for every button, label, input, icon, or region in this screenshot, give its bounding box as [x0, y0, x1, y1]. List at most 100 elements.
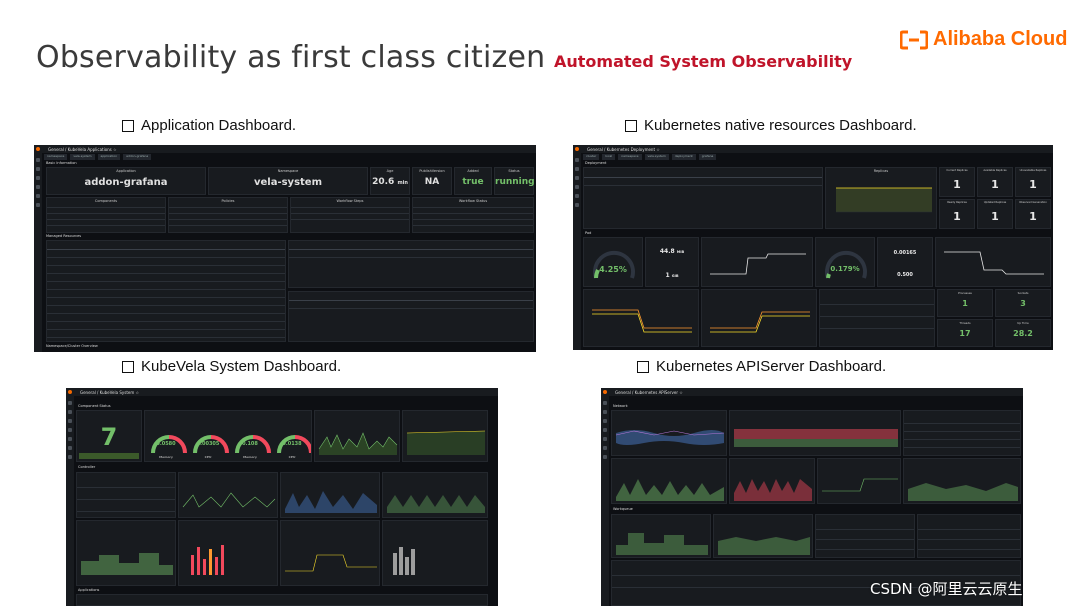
stat-age: Age 20.6 min	[370, 167, 410, 195]
dashboard-breadcrumb: General / Kubernetes Deployment ☆	[587, 146, 660, 152]
k8s-native-dashboard-screenshot: General / Kubernetes Deployment ☆ cluste…	[573, 145, 1053, 350]
replicas-line-chart	[836, 187, 932, 213]
table-traits	[288, 240, 534, 288]
chart-step-throughput	[382, 520, 488, 586]
row-deployment: Deployment	[585, 161, 607, 165]
controller-queue-chart	[182, 492, 276, 508]
alibaba-cloud-logo-icon	[900, 30, 928, 49]
chart-controller-1	[76, 472, 176, 518]
stat-sockets: Sockets 3	[995, 289, 1051, 317]
dashboard-breadcrumb: General / KubeVela Applications ☆	[48, 146, 117, 152]
caption-kubevela-text: KubeVela System Dashboard.	[141, 358, 342, 375]
stat-unavailable-replicas: Unavailable Replicas 1	[1015, 167, 1051, 197]
apiserver-dashboard-screenshot: General / Kubernetes APIServer ☆ Network	[601, 388, 1023, 606]
applications-panels	[76, 594, 488, 606]
dashboard-sidebar	[601, 396, 609, 606]
cpu-usage-line-chart	[318, 432, 398, 455]
chart-memory-usage	[402, 410, 488, 462]
application-dashboard-screenshot: General / KubeVela Applications ☆ namesp…	[34, 145, 536, 352]
table-managed-resources	[46, 240, 286, 342]
app-reconcile-bar-chart	[81, 553, 173, 575]
dashboard-topbar: General / KubeVela Applications ☆	[34, 145, 536, 153]
table-revisions	[288, 291, 534, 342]
caption-apiserver: Kubernetes APIServer Dashboard.	[637, 358, 886, 375]
memory-line-chart	[710, 253, 806, 275]
row-managed-resources: Managed Resources	[46, 234, 82, 238]
etcd-chart	[822, 478, 898, 492]
workqueue-adds-chart	[718, 537, 810, 555]
dashboard-sidebar	[34, 153, 42, 352]
chart-request-rate	[611, 410, 727, 456]
table-components: Components	[46, 197, 166, 233]
goroutines-chart	[908, 483, 1018, 501]
stat-cpu-values: 0.00165 0.500	[877, 237, 933, 287]
checkbox-icon	[122, 360, 134, 373]
chart-latency	[611, 458, 727, 504]
stat-memory-totals: 44.8 MiB 1 GiB	[645, 237, 699, 287]
stat-threads: Threads 17	[937, 319, 993, 347]
memory-gauge-icon	[593, 250, 635, 279]
row-namespace-overview: Namespace/Cluster Overview	[46, 344, 98, 348]
row-component-status: Component Status	[78, 404, 111, 408]
request-rate-chart	[615, 430, 725, 445]
stat-publish-version: PublishVersion NA	[412, 167, 452, 195]
chart-filesystem-io	[819, 289, 935, 347]
chart-controller-4	[382, 472, 488, 518]
checkbox-icon	[122, 119, 134, 132]
chart-cpu-usage	[935, 237, 1051, 287]
dashboard-sidebar	[573, 153, 581, 350]
checkbox-icon	[637, 360, 649, 373]
row-applications: Applications	[78, 588, 100, 592]
chart-network-io	[583, 289, 699, 347]
stat-applications-count: 7	[76, 410, 142, 462]
workflow-time-bar-chart	[191, 545, 224, 575]
stat-available-replicas: Available Replicas 1	[977, 167, 1013, 197]
chart-storage-objects	[729, 458, 815, 504]
row-controller: Controller	[78, 465, 96, 469]
step-throughput-bar-chart	[393, 547, 415, 575]
slide-subtitle: Automated System Observability	[554, 52, 853, 71]
controller-latency-chart	[387, 495, 485, 513]
dashboard-topbar: General / KubeVela System ☆	[66, 388, 498, 396]
chart-controller-3	[280, 472, 380, 518]
chart-replicas: Replicas	[825, 167, 937, 229]
dashboard-topbar: General / Kubernetes Deployment ☆	[573, 145, 1053, 153]
grafana-logo-icon	[603, 390, 607, 394]
stat-observed-generation: Observed Generation 1	[1015, 199, 1051, 229]
lower-panels	[611, 560, 1021, 606]
stat-current-replicas: Current Replicas 1	[939, 167, 975, 197]
storage-objects-chart	[734, 479, 812, 501]
gauges-panel: 0.0580 0.00305 0.108 0.0138 Memory CPU M…	[144, 410, 312, 462]
stat-application: Application addon-grafana	[46, 167, 206, 195]
chart-workqueue-3	[815, 514, 915, 558]
grafana-logo-icon	[36, 147, 40, 151]
chart-workqueue-2	[713, 514, 813, 558]
chart-app-reconcile	[76, 520, 176, 586]
table-workflow-status: Workflow Status	[412, 197, 534, 233]
caption-k8s-native: Kubernetes native resources Dashboard.	[625, 117, 917, 134]
row-network: Network	[613, 404, 628, 408]
workqueue-depth-chart	[616, 533, 708, 555]
stat-ready-replicas: Ready Replicas 1	[939, 199, 975, 229]
chart-controller-2	[178, 472, 278, 518]
dashboard-sidebar	[66, 396, 74, 606]
chart-goroutines	[903, 458, 1021, 504]
caption-k8s-native-text: Kubernetes native resources Dashboard.	[644, 117, 917, 134]
cpu-line-chart	[944, 251, 1044, 275]
stat-namespace: Namespace vela-system	[208, 167, 368, 195]
network-io-line-chart	[592, 309, 692, 333]
logo-text: Alibaba Cloud	[933, 28, 1068, 50]
table-workflow-steps: Workflow Steps	[290, 197, 410, 233]
network-packets-line-chart	[710, 311, 810, 333]
chart-step-time	[280, 520, 380, 586]
resource-gauges-icon	[151, 435, 311, 454]
checkbox-icon	[625, 119, 637, 132]
chart-workflow-time	[178, 520, 278, 586]
caption-application-text: Application Dashboard.	[141, 117, 297, 134]
grafana-logo-icon	[68, 390, 72, 394]
stat-added: Added true	[454, 167, 492, 195]
table-policies: Policies	[168, 197, 288, 233]
stat-updated-replicas: Updated Replicas 1	[977, 199, 1013, 229]
